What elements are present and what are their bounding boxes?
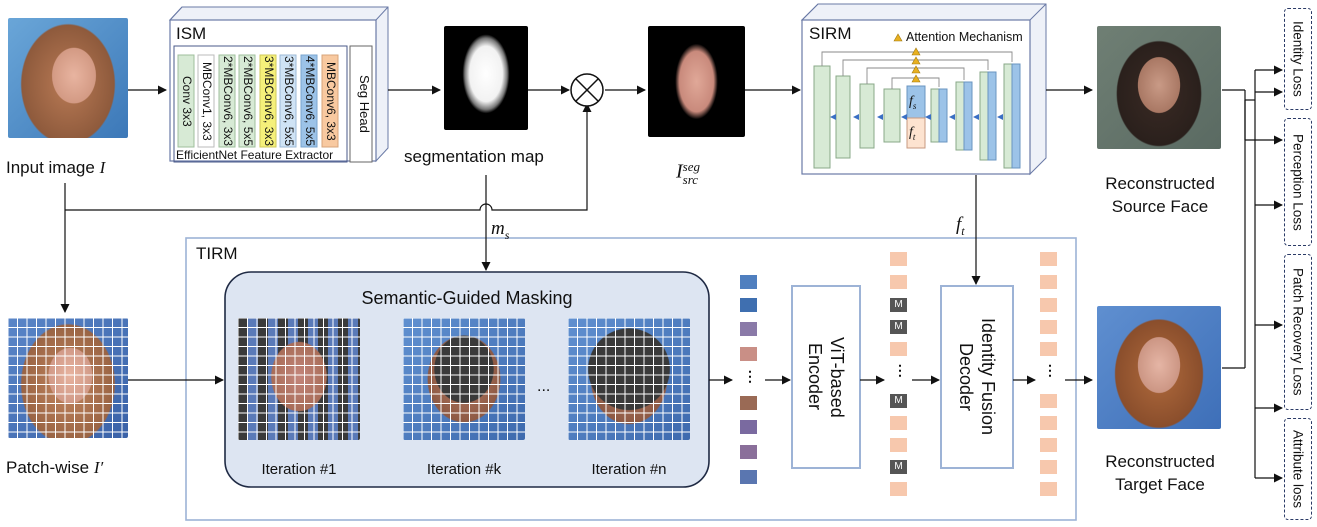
reconstructed-source-label: Reconstructed Source Face [1105, 174, 1215, 216]
mask-token: M [894, 395, 903, 406]
token-column-2 [890, 252, 907, 496]
iteration-1-grid-overlay [238, 318, 360, 440]
tirm-title: TIRM [196, 244, 238, 263]
input-image-label: Input image I [6, 158, 106, 177]
token-dots-1: ⋮ [743, 368, 757, 384]
f-s-inner-label: fs [909, 94, 917, 111]
ism-layer-6: 3*MBConv6, 5x5 [282, 55, 296, 147]
iterations-ellipsis: ... [537, 378, 551, 395]
iteration-k-label: Iteration #k [426, 461, 502, 478]
attention-legend: Attention Mechanism [906, 30, 1023, 44]
patch-grid-overlay [8, 318, 128, 438]
connectors [60, 65, 1283, 483]
ism-layer-4: 2*MBConv6, 5x5 [241, 55, 255, 147]
ism-layers [173, 45, 373, 163]
sirm-title: SIRM [809, 24, 852, 43]
f-t-label: ft [956, 214, 965, 238]
identity-loss-box: Identity Loss [1284, 8, 1312, 110]
ism-layer-1: Conv 3x3 [180, 75, 194, 127]
fusion-decoder-box [940, 285, 1014, 469]
token-column-3 [1040, 252, 1057, 496]
ism-layer-5: 3*MBConv6, 3x3 [262, 55, 276, 147]
segmentation-map-image [444, 26, 528, 130]
ism-title: ISM [176, 24, 207, 43]
token-dots-3: ⋮ [1043, 362, 1057, 378]
ism-layer-8: MBConv6, 3x3 [324, 61, 338, 141]
vit-encoder-box [791, 285, 861, 469]
ism-seg-head: Seg Head [357, 75, 372, 133]
masking-title: Semantic-Guided Masking [361, 288, 573, 308]
source-segmented-image [648, 26, 745, 137]
attribute-loss-box: Attribute loss [1284, 418, 1312, 520]
iteration-k-grid-overlay [403, 318, 525, 440]
tirm-box [185, 237, 1077, 521]
patch-recovery-loss-box: Patch Recovery Loss [1284, 254, 1312, 410]
patch-wise-label: Patch-wise I′ [6, 458, 104, 477]
iteration-n-label: Iteration #n [591, 461, 667, 478]
ism-layer-7: 4*MBConv6, 5x5 [303, 55, 317, 147]
reconstructed-target-label: Reconstructed Target Face [1105, 452, 1215, 494]
f-t-inner-label: ft [909, 125, 916, 142]
reconstructed-source-image [1097, 26, 1221, 149]
mask-token: M [894, 461, 903, 472]
mask-token: M [894, 321, 903, 332]
iteration-1-label: Iteration #1 [261, 461, 337, 478]
mask-token: M [894, 299, 903, 310]
ism-layer-2: MBConv1, 3x3 [200, 61, 214, 141]
token-column-1 [740, 275, 757, 484]
input-image [8, 18, 128, 138]
ism-extractor-label: EfficientNet Feature Extractor [176, 148, 334, 162]
vit-encoder: ViT-based Encoder [805, 336, 847, 418]
token-dots-2: ⋮ [893, 362, 907, 378]
reconstructed-target-image [1097, 306, 1221, 429]
multiply-operator [570, 73, 604, 107]
identity-fusion-decoder: Identity Fusion Decoder [956, 318, 998, 436]
sirm-unet [813, 33, 1021, 169]
perception-loss-box: Perception Loss [1284, 118, 1312, 246]
segmentation-map-label: segmentation map [404, 147, 544, 166]
ism-layer-3: 2*MBConv6, 3x3 [221, 55, 235, 147]
m-s-label: ms [491, 218, 510, 242]
iteration-n-grid-overlay [568, 318, 690, 440]
